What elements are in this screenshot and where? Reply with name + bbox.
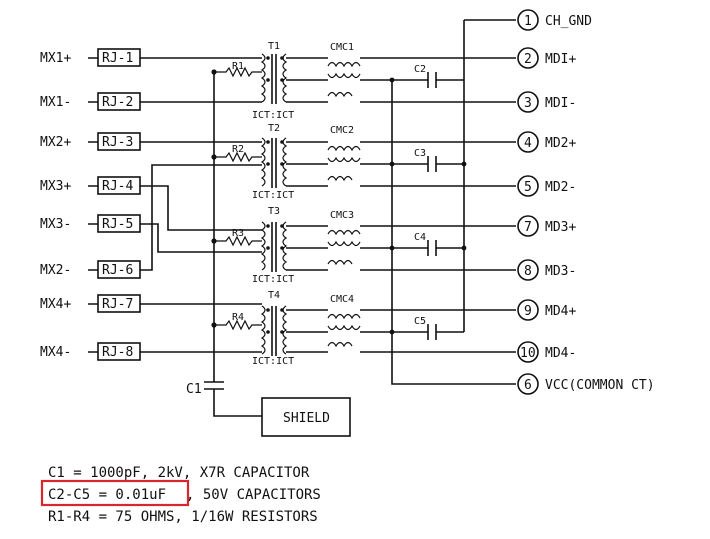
cmc2-label: CMC2 [330, 125, 354, 136]
cmc3-label: CMC3 [330, 210, 354, 221]
mx2p-label: MX2+ [40, 135, 71, 150]
t3-ict-label: ICT:ICT [252, 274, 294, 285]
pin10-num: 10 [520, 346, 536, 361]
rj3-label: RJ-3 [102, 135, 133, 150]
c1-label: C1 [186, 382, 202, 397]
mx3p-label: MX3+ [40, 179, 71, 194]
mx1n-label: MX1- [40, 95, 71, 110]
t1-label: T1 [268, 41, 280, 52]
t3-label: T3 [268, 206, 280, 217]
pin4-num: 4 [524, 136, 532, 151]
t2-ict-label: ICT:ICT [252, 190, 294, 201]
rj1-label: RJ-1 [102, 51, 133, 66]
vcc-common-ct-label: VCC(COMMON CT) [545, 378, 655, 393]
note-c2-c5-rest: , 50V CAPACITORS [186, 487, 321, 503]
notes: C1 = 1000pF, 2kV, X7R CAPACITOR C2-C5 = … [40, 465, 321, 525]
md4-minus-label: MD4- [545, 346, 576, 361]
md2-minus-label: MD2- [545, 180, 576, 195]
rj7-label: RJ-7 [102, 297, 133, 312]
r1-label: R1 [232, 61, 244, 72]
transformer-t2: T2 ICT:ICT [252, 123, 294, 201]
mx2n-label: MX2- [40, 263, 71, 278]
t4-label: T4 [268, 290, 280, 301]
c4-label: C4 [414, 232, 426, 243]
rj4-label: RJ-4 [102, 179, 133, 194]
pin5-num: 5 [524, 180, 532, 195]
pin2-num: 2 [524, 52, 532, 67]
choke-cmc4: CMC4 [327, 294, 361, 348]
rj6-label: RJ-6 [102, 263, 133, 278]
t1-ict-label: ICT:ICT [252, 110, 294, 121]
r2-label: R2 [232, 144, 244, 155]
pin3-num: 3 [524, 96, 532, 111]
r3-label: R3 [232, 228, 244, 239]
cmc1-label: CMC1 [330, 42, 354, 53]
t4-ict-label: ICT:ICT [252, 356, 294, 367]
mx4n-label: MX4- [40, 345, 71, 360]
note-c2-c5-value: C2-C5 = 0.01uF [48, 487, 166, 503]
md2-plus-label: MD2+ [545, 136, 576, 151]
c2-label: C2 [414, 64, 426, 75]
pin7-num: 7 [524, 220, 532, 235]
mdi-plus-label: MDI+ [545, 52, 576, 67]
highlight-box [40, 479, 190, 507]
mx1p-label: MX1+ [40, 51, 71, 66]
shield-label: SHIELD [283, 411, 330, 426]
rj5-label: RJ-5 [102, 217, 133, 232]
choke-cmc3: CMC3 [327, 210, 361, 266]
md3-minus-label: MD3- [545, 264, 576, 279]
mx4p-label: MX4+ [40, 297, 71, 312]
pin8-num: 8 [524, 264, 532, 279]
left-wiring: R1 R2 R3 R4 C1 [140, 57, 262, 417]
md4-plus-label: MD4+ [545, 304, 576, 319]
pin9-num: 9 [524, 304, 532, 319]
transformers: T1 ICT:ICT T2 ICT:ICT T3 ICT:ICT [252, 41, 294, 367]
rj8-label: RJ-8 [102, 345, 133, 360]
right-pins: 1 2 3 4 5 7 8 9 10 6 CH_GND MDI+ MDI- MD… [517, 9, 655, 395]
cmc4-label: CMC4 [330, 294, 354, 305]
md3-plus-label: MD3+ [545, 220, 576, 235]
transformer-t3: T3 ICT:ICT [252, 206, 294, 285]
note-c1: C1 = 1000pF, 2kV, X7R CAPACITOR [48, 465, 310, 481]
choke-cmc1: CMC1 [327, 42, 361, 98]
pin1-num: 1 [524, 14, 532, 29]
left-ports: MX1+ MX1- MX2+ MX3+ MX3- MX2- MX4+ MX4- … [40, 48, 141, 361]
mx3n-label: MX3- [40, 217, 71, 232]
choke-cmc2: CMC2 [327, 125, 361, 182]
shield-box [261, 397, 351, 437]
r4-label: R4 [232, 312, 244, 323]
c3-label: C3 [414, 148, 426, 159]
mdi-minus-label: MDI- [545, 96, 576, 111]
chokes: CMC1 CMC2 CMC3 CMC4 [286, 19, 516, 385]
rj2-label: RJ-2 [102, 95, 133, 110]
transformer-t1: T1 ICT:ICT [252, 41, 294, 121]
ch-gnd-label: CH_GND [545, 14, 592, 29]
c5-label: C5 [414, 316, 426, 327]
pin6-num: 6 [524, 378, 532, 393]
transformer-t4: T4 ICT:ICT [252, 290, 294, 367]
note-r1-r4: R1-R4 = 75 OHMS, 1/16W RESISTORS [48, 509, 318, 525]
t2-label: T2 [268, 123, 280, 134]
